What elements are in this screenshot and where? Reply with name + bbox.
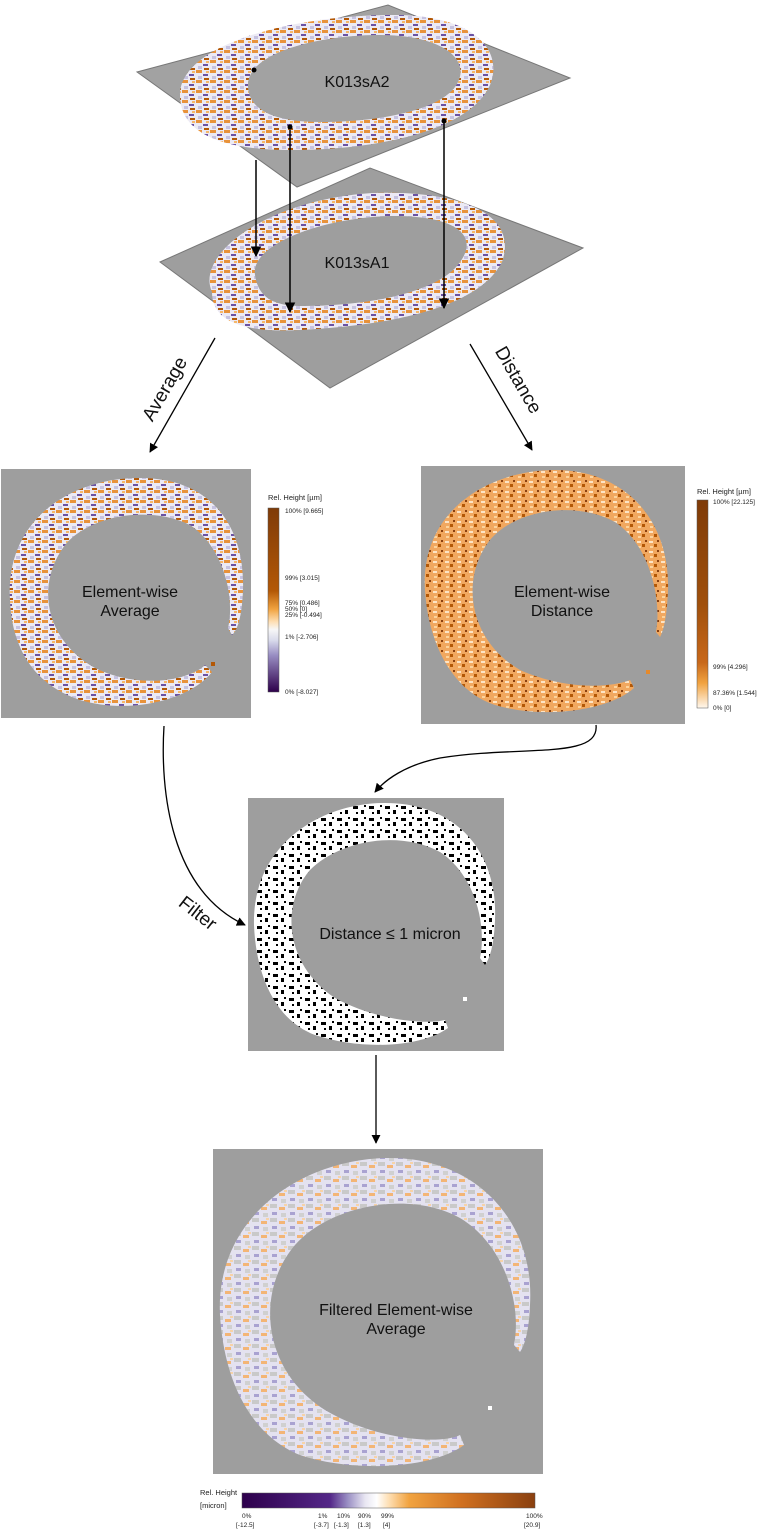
distance-ring [424, 470, 669, 713]
scan-plane-top: K013sA2 [135, 4, 572, 188]
scan-label-top: K013sA2 [325, 74, 390, 91]
filtered-colorbar-title-1: Rel. Height [200, 1488, 238, 1497]
filtered-tick-5-val: [20.9] [524, 1522, 540, 1529]
average-tick-1: 1% [-2.706] [285, 634, 318, 641]
filtered-tick-1-pct: 1% [318, 1513, 328, 1520]
average-tick-50: 50% [0] [285, 606, 307, 613]
filtered-tick-3-val: [1.3] [358, 1522, 371, 1529]
distance-colorbar-title: Rel. Height [µm] [697, 487, 751, 496]
average-label-2: Average [100, 603, 159, 620]
distance-label-1: Element-wise [514, 584, 610, 601]
average-tick-75: 75% [0.486] [285, 600, 320, 607]
average-step-label: Average [139, 353, 192, 425]
filtered-tick-4-pct: 99% [381, 1513, 394, 1520]
filtered-tick-2-val: [-1.3] [334, 1522, 349, 1529]
threshold-label: Distance ≤ 1 micron [319, 926, 460, 943]
scan-ring-bottom [209, 192, 505, 331]
filtered-panel: Filtered Element-wise Average [213, 1149, 543, 1474]
filtered-label-2: Average [366, 1321, 425, 1338]
landmark-point-2 [287, 124, 293, 130]
threshold-ring [253, 803, 496, 1045]
landmark-point-3 [441, 118, 447, 124]
filtered-tick-0-pct: 0% [242, 1513, 252, 1520]
landmark-point-1 [251, 67, 257, 73]
filtered-colorbar-title-2: [micron] [200, 1501, 227, 1510]
scan-label-bottom: K013sA1 [325, 255, 390, 272]
distance-tick-0: 0% [0] [713, 705, 732, 712]
filter-step-label: Filter [174, 892, 221, 935]
distance-tick-100: 100% [22.125] [713, 499, 755, 506]
average-colorbar-title: Rel. Height [µm] [268, 493, 322, 502]
filtered-tick-5-pct: 100% [526, 1513, 543, 1520]
average-arrow [149, 337, 216, 453]
filtered-ring [219, 1158, 531, 1467]
scan-ring-top [180, 15, 494, 150]
distance-colorbar: Rel. Height [µm] 100% [22.125] 99% [4.29… [696, 487, 757, 712]
filtered-tick-1-val: [-3.7] [314, 1522, 329, 1529]
threshold-arrow [374, 724, 597, 793]
filtered-tick-2-pct: 10% [337, 1513, 350, 1520]
scan-plane-bottom: K013sA1 [159, 167, 585, 389]
filtered-tick-3-pct: 90% [358, 1513, 371, 1520]
filtered-tick-4-val: [4] [383, 1522, 390, 1529]
average-tick-0: 0% [-8.027] [285, 689, 318, 696]
average-tick-100: 100% [9.665] [285, 508, 324, 515]
distance-label-2: Distance [531, 603, 593, 620]
average-colorbar: Rel. Height [µm] 100% [9.665] 99% [3.015… [267, 493, 324, 696]
filter-arrow [162, 725, 246, 926]
average-panel: Element-wise Average Rel. Height [µm] 10… [1, 469, 324, 718]
average-label-1: Element-wise [82, 584, 178, 601]
average-tick-99: 99% [3.015] [285, 575, 320, 582]
filtered-label-1: Filtered Element-wise [319, 1302, 473, 1319]
average-tick-25: 25% [-0.494] [285, 612, 322, 619]
threshold-panel: Distance ≤ 1 micron [248, 798, 504, 1051]
average-ring [9, 478, 244, 706]
distance-tick-99: 99% [4.296] [713, 664, 748, 671]
filtered-tick-0-val: [-12.5] [236, 1522, 255, 1529]
distance-step-label: Distance [490, 343, 545, 418]
distance-arrow [469, 343, 533, 451]
filtered-colorbar: Rel. Height [micron] 0% [-12.5] 1% [-3.7… [200, 1488, 543, 1529]
distance-panel: Element-wise Distance Rel. Height [µm] 1… [421, 466, 757, 724]
distance-tick-87: 87.36% [1.544] [713, 690, 757, 697]
